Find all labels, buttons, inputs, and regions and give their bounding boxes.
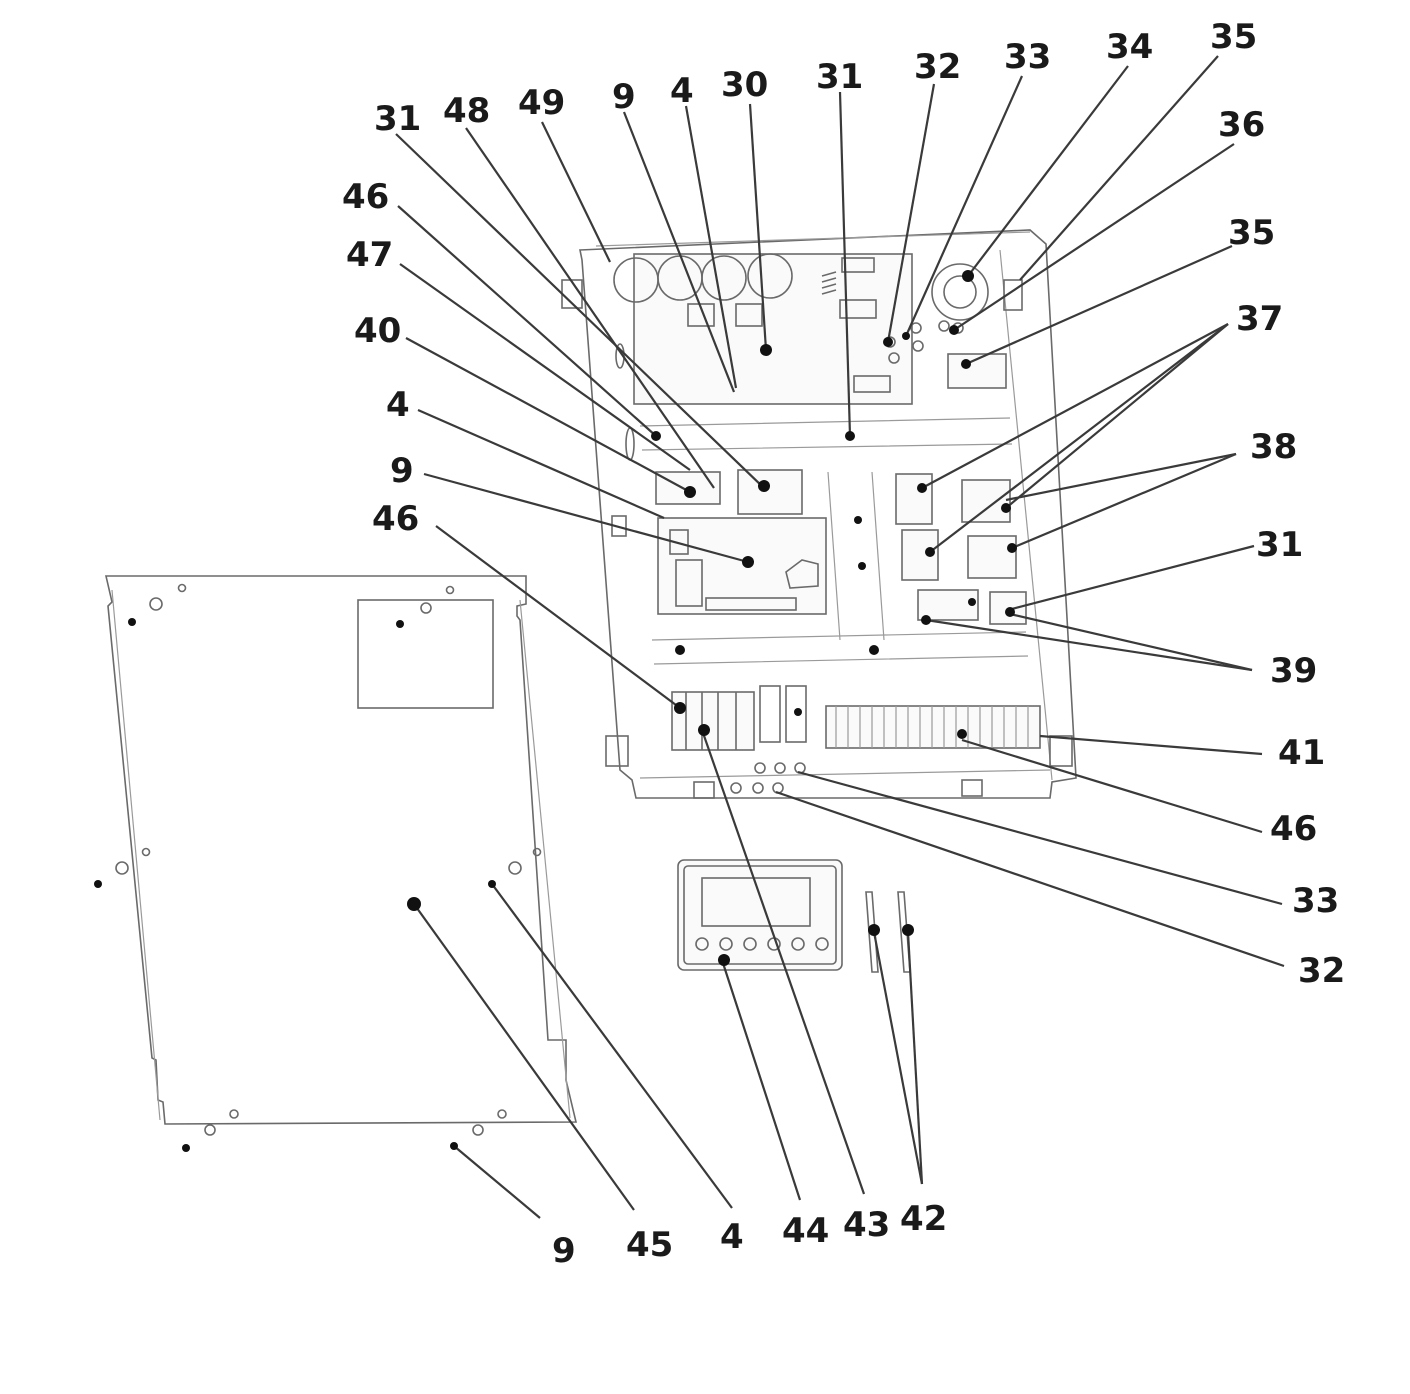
din-rails <box>639 417 1029 665</box>
upper-control-board <box>613 253 924 405</box>
callout-label: 33 <box>1004 37 1051 77</box>
callout-label: 45 <box>626 1225 673 1265</box>
callout-label: 49 <box>518 83 565 123</box>
callout-dots <box>94 270 1017 1152</box>
cover-display-window <box>357 599 494 709</box>
callout-label: 46 <box>372 499 419 539</box>
callout-label: 39 <box>1270 651 1317 691</box>
callout-label: 35 <box>1228 213 1275 253</box>
lower-components <box>671 685 1041 799</box>
callout-label: 42 <box>900 1199 947 1239</box>
callout-label: 46 <box>342 177 389 217</box>
callout-label: 32 <box>914 47 961 87</box>
callout-label: 38 <box>1250 427 1297 467</box>
callout-label: 43 <box>843 1205 890 1245</box>
callout-label: 9 <box>390 451 414 491</box>
callout-label: 41 <box>1278 733 1325 773</box>
callout-label: 9 <box>552 1231 576 1271</box>
callout-label: 35 <box>1210 17 1257 57</box>
callout-label: 40 <box>354 311 401 351</box>
callout-label: 48 <box>443 91 490 131</box>
callout-label: 30 <box>721 65 768 105</box>
callout-label: 46 <box>1270 809 1317 849</box>
callout-label: 9 <box>612 77 636 117</box>
callout-label: 33 <box>1292 881 1339 921</box>
callout-label: 44 <box>782 1211 829 1251</box>
display-screen <box>701 877 811 927</box>
callout-label: 31 <box>374 99 421 139</box>
callout-label: 31 <box>1256 525 1303 565</box>
callout-label: 4 <box>670 71 694 111</box>
callout-label: 36 <box>1218 105 1265 145</box>
callout-label: 31 <box>816 57 863 97</box>
callout-label: 47 <box>346 235 393 275</box>
callout-label: 34 <box>1106 27 1153 67</box>
display-keypad-unit <box>677 859 843 971</box>
callout-labels: 31 48 49 9 4 30 31 32 33 34 35 36 35 37 … <box>342 17 1345 1271</box>
front-cover-panel <box>104 575 578 1136</box>
callout-label: 32 <box>1298 951 1345 991</box>
callout-label: 4 <box>720 1217 744 1257</box>
callout-label: 4 <box>386 385 410 425</box>
top-cable-gland <box>931 263 989 334</box>
leader-lines <box>395 55 1285 1219</box>
callout-label: 37 <box>1236 299 1283 339</box>
